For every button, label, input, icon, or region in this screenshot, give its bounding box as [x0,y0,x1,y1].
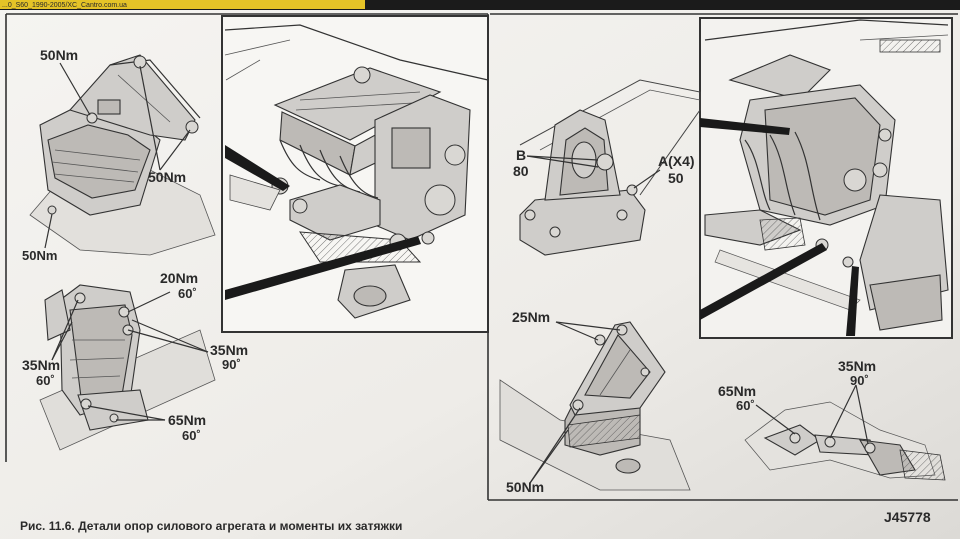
front-mount-leaders [51,291,209,421]
front-left-torque-deg: 60˚ [36,373,55,388]
front-top-torque-deg: 60˚ [178,286,197,301]
rear-mount-drawing [29,54,216,256]
engine-bay-left-pointers [225,145,421,300]
front-left-torque-nm: 35Nm [22,357,60,373]
bracket-bottom-torque: 50Nm [506,479,544,495]
bracket-top-torque: 25Nm [512,309,550,325]
bracket-drawing [499,321,691,491]
rear-bottom-torque: 50Nm [22,248,57,263]
rear-top-torque: 50Nm [40,47,78,63]
link-right-torque-deg: 90˚ [850,373,869,388]
front-bottom-torque-nm: 65Nm [168,412,206,428]
figure-caption: Рис. 11.6. Детали опор силового агрегата… [20,519,402,533]
torque-link-leaders [755,384,869,445]
link-left-torque-nm: 65Nm [718,383,756,399]
mount-a-letter: A(X4) [658,153,695,169]
mount-b-value: 80 [513,163,529,179]
mount-b-letter: B [516,147,526,163]
rear-right-torque: 50Nm [148,169,186,185]
link-left-torque-deg: 60˚ [736,398,755,413]
header-bar [0,0,365,9]
bracket-leaders [529,321,621,484]
mount-ab-drawing [519,79,701,256]
figure-code: J45778 [884,509,931,525]
link-right-torque-nm: 35Nm [838,358,876,374]
engine-bay-right-pointers [700,118,859,336]
torque-link-drawing [744,401,946,481]
front-bottom-torque-deg: 60˚ [182,428,201,443]
mount-ab-leaders [526,155,661,189]
front-top-torque-nm: 20Nm [160,270,198,286]
engine-bay-right-drawing [704,19,949,331]
mount-a-value: 50 [668,170,684,186]
front-right-torque-nm: 35Nm [210,342,248,358]
front-right-torque-deg: 90˚ [222,357,241,372]
front-mount-drawing [39,284,216,451]
rear-mount-leaders [44,62,191,249]
header-url: ...0_S60_1990-2005/XC_Cantro.com.ua [2,2,127,9]
